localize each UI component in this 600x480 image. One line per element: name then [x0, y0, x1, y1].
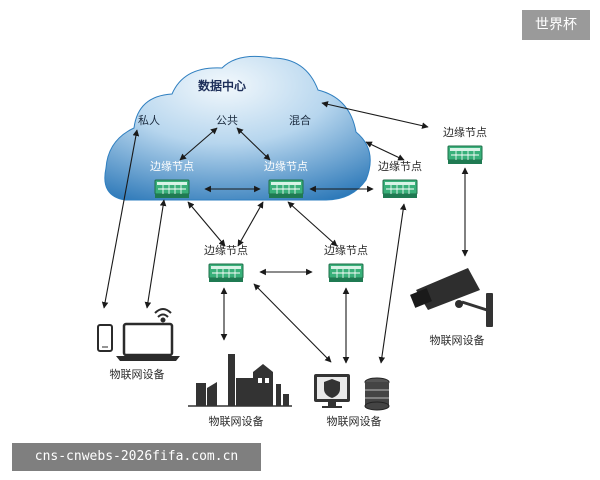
cloud-region-private: 私人 — [138, 114, 160, 127]
iot-group-security: 物联网设备 — [314, 374, 390, 428]
edge-node-label: 边缘节点 — [324, 244, 368, 257]
edge-node-cloud-center: 边缘节点 — [264, 160, 308, 199]
watermark-badge: 世界杯 — [522, 10, 590, 40]
iot-label: 物联网设备 — [327, 414, 382, 428]
edge-node-cloud-left: 边缘节点 — [150, 160, 194, 199]
iot-label: 物联网设备 — [110, 367, 165, 381]
edge-node-label: 边缘节点 — [264, 160, 308, 173]
shield-monitor-icon — [314, 374, 350, 408]
wifi-icon — [154, 308, 172, 323]
edge-node-mid-left: 边缘节点 — [204, 244, 248, 283]
server-stack-icon — [364, 377, 390, 411]
edge-node-mid-right: 边缘节点 — [324, 244, 368, 283]
cloud-region-public: 公共 — [216, 114, 238, 127]
phone-icon — [97, 324, 113, 352]
iot-label: 物联网设备 — [209, 414, 264, 428]
edge-node-icon — [328, 263, 364, 283]
cloud-title: 数据中心 — [198, 78, 246, 93]
edge-node-top-right: 边缘节点 — [443, 126, 487, 165]
edge-node-icon — [382, 179, 418, 199]
footer-url: cns-cnwebs-2026fifa.com.cn — [12, 443, 261, 471]
edge-node-icon — [447, 145, 483, 165]
iot-group-camera: 物联网设备 — [410, 268, 493, 347]
security-camera-icon — [410, 268, 493, 327]
edge-node-icon — [268, 179, 304, 199]
edge-node-label: 边缘节点 — [204, 244, 248, 257]
factory-icon — [188, 354, 292, 407]
edge-node-icon — [208, 263, 244, 283]
iot-label: 物联网设备 — [430, 333, 485, 347]
edge-node-label: 边缘节点 — [150, 160, 194, 173]
edge-node-icon — [154, 179, 190, 199]
laptop-icon — [116, 322, 180, 361]
connections — [101, 101, 469, 364]
edge-node-label: 边缘节点 — [378, 160, 422, 173]
edge-node-label: 边缘节点 — [443, 126, 487, 139]
cloud-region-hybrid: 混合 — [289, 113, 311, 127]
iot-group-mobile: 物联网设备 — [97, 308, 180, 381]
iot-group-factory: 物联网设备 — [188, 354, 292, 428]
edge-node-cloud-right: 边缘节点 — [378, 160, 422, 199]
